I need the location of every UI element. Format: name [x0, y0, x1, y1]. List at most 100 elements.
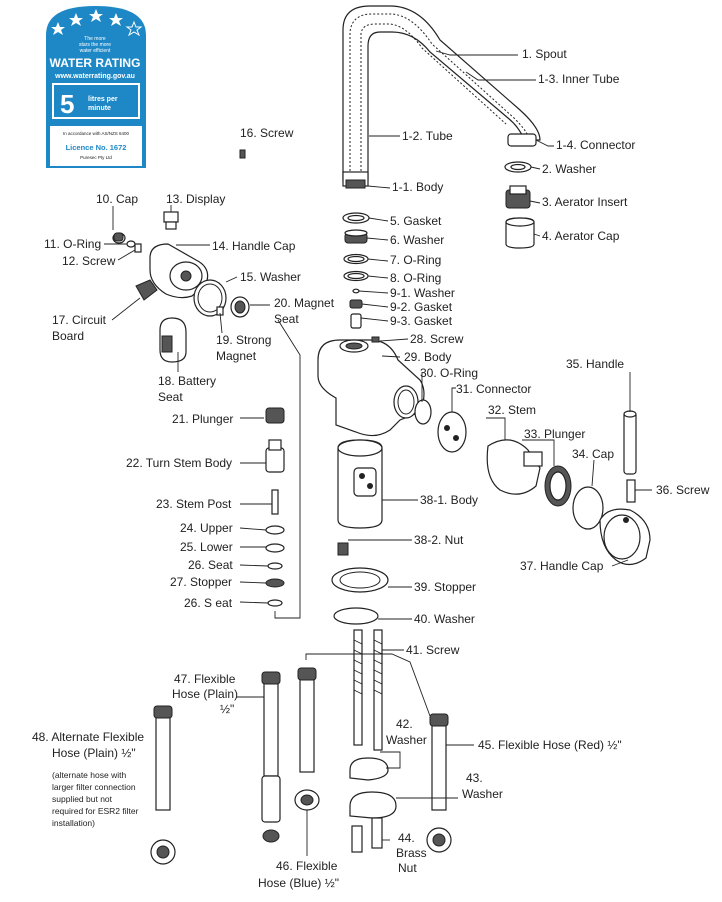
label-1-4-connector: 1-4. Connector: [556, 138, 635, 152]
cap-34-part: [572, 486, 604, 530]
washer-9-1-part: [352, 288, 360, 294]
label-18-seat: Seat: [158, 390, 183, 404]
alternate-hose-note-4: required for ESR2 filter: [52, 806, 139, 816]
label-37-handle-cap: 37. Handle Cap: [520, 559, 604, 573]
label-2-washer: 2. Washer: [542, 162, 596, 176]
label-1-3-inner-tube: 1-3. Inner Tube: [538, 72, 620, 86]
label-12-screw: 12. Screw: [62, 254, 116, 268]
body-38-1-part: [337, 439, 383, 529]
label-16-screw: 16. Screw: [240, 126, 294, 140]
badge-value: 5: [60, 89, 74, 119]
label-17-board: Board: [52, 329, 84, 343]
label-7-o-ring: 7. O-Ring: [390, 253, 441, 267]
label-26-seat: 26. Seat: [188, 558, 233, 572]
badge-tagline-1: The more: [84, 36, 106, 42]
label-38-1-body: 38-1. Body: [420, 493, 478, 507]
label-5-gasket: 5. Gasket: [390, 214, 442, 228]
alternate-hose-note-3: supplied but not: [52, 794, 113, 804]
label-47-half-inch: ½": [220, 702, 234, 716]
label-4-aerator-cap: 4. Aerator Cap: [542, 229, 620, 243]
stopper-27-part: [265, 578, 285, 588]
seat-26a-part: [267, 562, 283, 570]
lower-25-part: [265, 543, 285, 553]
screw-36-part: [626, 479, 636, 503]
alternate-hose-note-1: (alternate hose with: [52, 770, 126, 780]
aerator-insert-part: [505, 185, 531, 209]
washer-43-part: [349, 791, 397, 819]
spout-connector-part: [507, 133, 537, 147]
badge-title: WATER RATING: [50, 56, 141, 70]
label-44-brass: Brass: [396, 846, 427, 860]
label-39-stopper: 39. Stopper: [414, 580, 476, 594]
label-10-cap: 10. Cap: [96, 192, 138, 206]
alternate-hose-note-5: installation): [52, 818, 95, 828]
label-15-washer: 15. Washer: [240, 270, 301, 284]
plunger-33-part: [544, 465, 572, 507]
screw-16-part: [239, 149, 246, 159]
label-24-upper: 24. Upper: [180, 521, 233, 535]
badge-unit-2: minute: [88, 105, 111, 112]
label-42-number: 42.: [396, 717, 413, 731]
label-43-number: 43.: [466, 771, 483, 785]
label-46-flexible: 46. Flexible: [276, 859, 338, 873]
screw-12-part: [134, 243, 142, 253]
label-13-display: 13. Display: [166, 192, 225, 206]
badge-url: www.waterrating.gov.au: [54, 73, 135, 80]
label-3-aerator-insert: 3. Aerator Insert: [542, 195, 628, 209]
label-25-lower: 25. Lower: [180, 540, 233, 554]
nut-38-2-part: [337, 542, 349, 556]
label-42-washer: Washer: [386, 733, 427, 747]
label-17-circuit: 17. Circuit: [52, 313, 107, 327]
label-1-spout: 1. Spout: [522, 47, 567, 61]
o-ring-11-part: [126, 240, 136, 248]
label-9-3-gasket: 9-3. Gasket: [390, 314, 453, 328]
label-11-o-ring: 11. O-Ring: [44, 237, 101, 251]
label-18-battery: 18. Battery: [158, 374, 216, 388]
label-8-o-ring: 8. O-Ring: [390, 271, 441, 285]
label-1-2-tube: 1-2. Tube: [402, 129, 453, 143]
label-43-washer: Washer: [462, 787, 503, 801]
battery-seat-18-part: [159, 317, 187, 363]
stem-32-part: [486, 439, 543, 495]
label-44-number: 44.: [398, 831, 415, 845]
label-47-hose-plain: Hose (Plain): [172, 687, 238, 701]
label-29-body: 29. Body: [404, 350, 451, 364]
label-31-connector: 31. Connector: [456, 382, 531, 396]
label-6-washer: 6. Washer: [390, 233, 444, 247]
inner-tube-part: [349, 13, 529, 175]
label-47-flexible: 47. Flexible: [174, 672, 236, 686]
label-38-2-nut: 38-2. Nut: [414, 533, 464, 547]
spout-part: [342, 5, 541, 189]
turn-stem-body-22-part: [265, 439, 285, 473]
brass-nut-44-part: [351, 817, 383, 853]
gasket-9-3-part: [350, 313, 362, 329]
badge-tagline-3: water efficient: [80, 48, 111, 54]
label-40-washer: 40. Washer: [414, 612, 475, 626]
label-41-screw: 41. Screw: [406, 643, 460, 657]
label-33-plunger: 33. Plunger: [524, 427, 585, 441]
stopper-39-part: [331, 567, 389, 593]
flexible-hose-48-part: [150, 705, 176, 865]
label-32-stem: 32. Stem: [488, 403, 536, 417]
label-22-turn-stem-body: 22. Turn Stem Body: [126, 456, 232, 470]
label-21-plunger: 21. Plunger: [172, 412, 233, 426]
washer-40-part: [333, 607, 379, 625]
circuit-board-17-part: [135, 279, 158, 301]
washer-42-part: [349, 757, 389, 781]
cap-10-part: [112, 232, 126, 244]
label-9-2-gasket: 9-2. Gasket: [390, 300, 453, 314]
water-rating-badge: The more stars the more water efficient …: [46, 6, 146, 168]
label-48-alternate-flexible: 48. Alternate Flexible: [32, 730, 144, 744]
handle-cap-14-part: [149, 243, 209, 299]
label-20-magnet: 20. Magnet: [274, 296, 335, 310]
stem-post-23-part: [271, 489, 279, 515]
label-1-1-body: 1-1. Body: [392, 180, 443, 194]
label-34-cap: 34. Cap: [572, 447, 614, 461]
label-44-nut: Nut: [398, 861, 417, 875]
handle-cap-37-part: [599, 508, 651, 566]
aerator-cap-part: [505, 217, 535, 249]
connector-31-part: [437, 411, 467, 453]
badge-licence: Licence No. 1672: [66, 143, 127, 152]
o-ring-30-part: [414, 399, 432, 425]
